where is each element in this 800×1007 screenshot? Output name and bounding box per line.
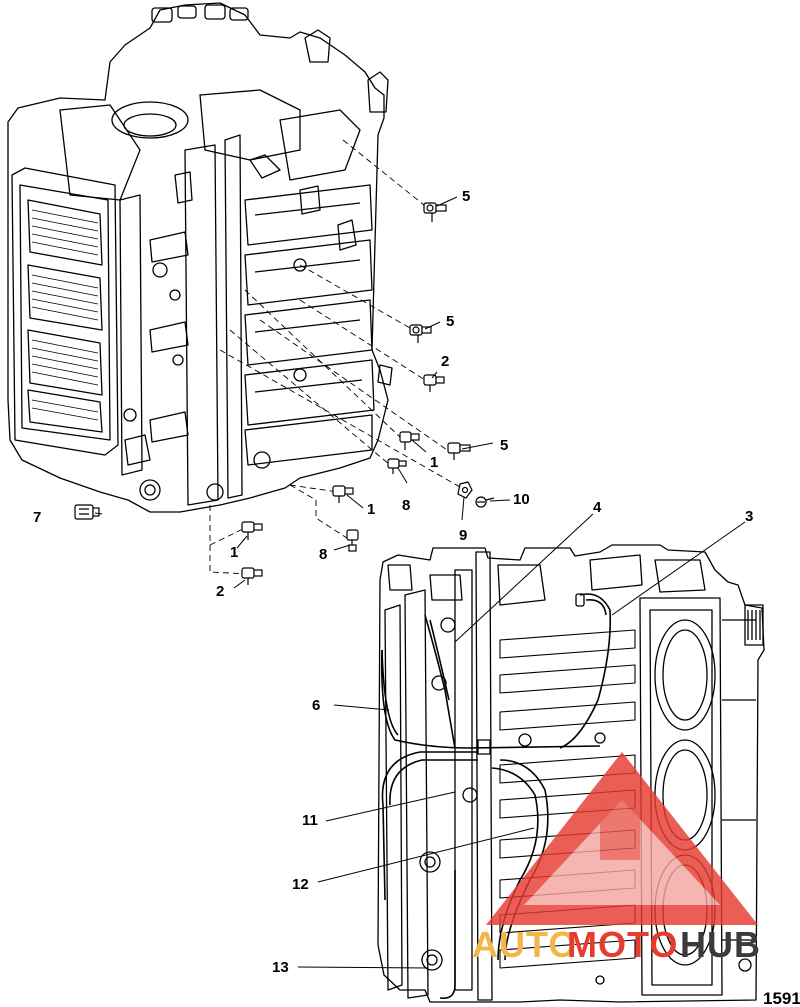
fitting-8-right: [387, 458, 407, 474]
fitting-2-mid: [423, 374, 445, 392]
fitting-5-bottom: [447, 442, 471, 460]
watermark-moto: MOTO: [567, 924, 678, 965]
callout-1-right: 1: [430, 454, 438, 471]
watermark-auto: AUTO: [472, 924, 577, 965]
callout-9: 9: [459, 527, 467, 544]
watermark-text: AUTO MOTO HUB: [472, 924, 761, 965]
callout-1-lower: 1: [230, 544, 238, 561]
leader-lines: [94, 196, 746, 969]
callout-2-lower: 2: [216, 583, 224, 600]
fitting-5-top: [423, 202, 447, 222]
callout-2-mid: 2: [441, 353, 449, 370]
fitting-8-lower: [346, 529, 359, 552]
fittings: [74, 202, 495, 585]
callout-7: 7: [33, 509, 41, 526]
callout-8-lower: 8: [319, 546, 327, 563]
watermark-hub: HUB: [680, 924, 761, 965]
screw-10: [475, 496, 495, 508]
sensor-7: [74, 504, 100, 520]
callout-1-center: 1: [367, 501, 375, 518]
callout-13: 13: [272, 959, 289, 976]
fitting-1-right: [399, 431, 420, 450]
callout-5-bottom: 5: [500, 437, 508, 454]
clip-9: [457, 481, 473, 499]
fitting-1-center: [332, 485, 354, 503]
fitting-2-lower: [241, 567, 263, 585]
callout-8-right: 8: [402, 497, 410, 514]
callout-labels: 5 5 2 1 5 8 9 10 1 7 1 8 2 4 3 6 11 12 1…: [33, 188, 753, 976]
callout-10: 10: [513, 491, 530, 508]
callout-12: 12: [292, 876, 309, 893]
dashed-leaders-top: [209, 139, 461, 575]
callout-4: 4: [593, 499, 602, 516]
callout-5-top: 5: [462, 188, 470, 205]
figure-id: 1591: [763, 989, 800, 1007]
fitting-5-mid: [409, 324, 432, 343]
callout-5-mid: 5: [446, 313, 454, 330]
fitting-1-lower: [241, 521, 263, 540]
callout-6: 6: [312, 697, 320, 714]
callout-11: 11: [302, 812, 318, 829]
callout-3: 3: [745, 508, 753, 525]
watermark-logo: [486, 752, 758, 925]
engine-block-top: [7, 2, 393, 513]
